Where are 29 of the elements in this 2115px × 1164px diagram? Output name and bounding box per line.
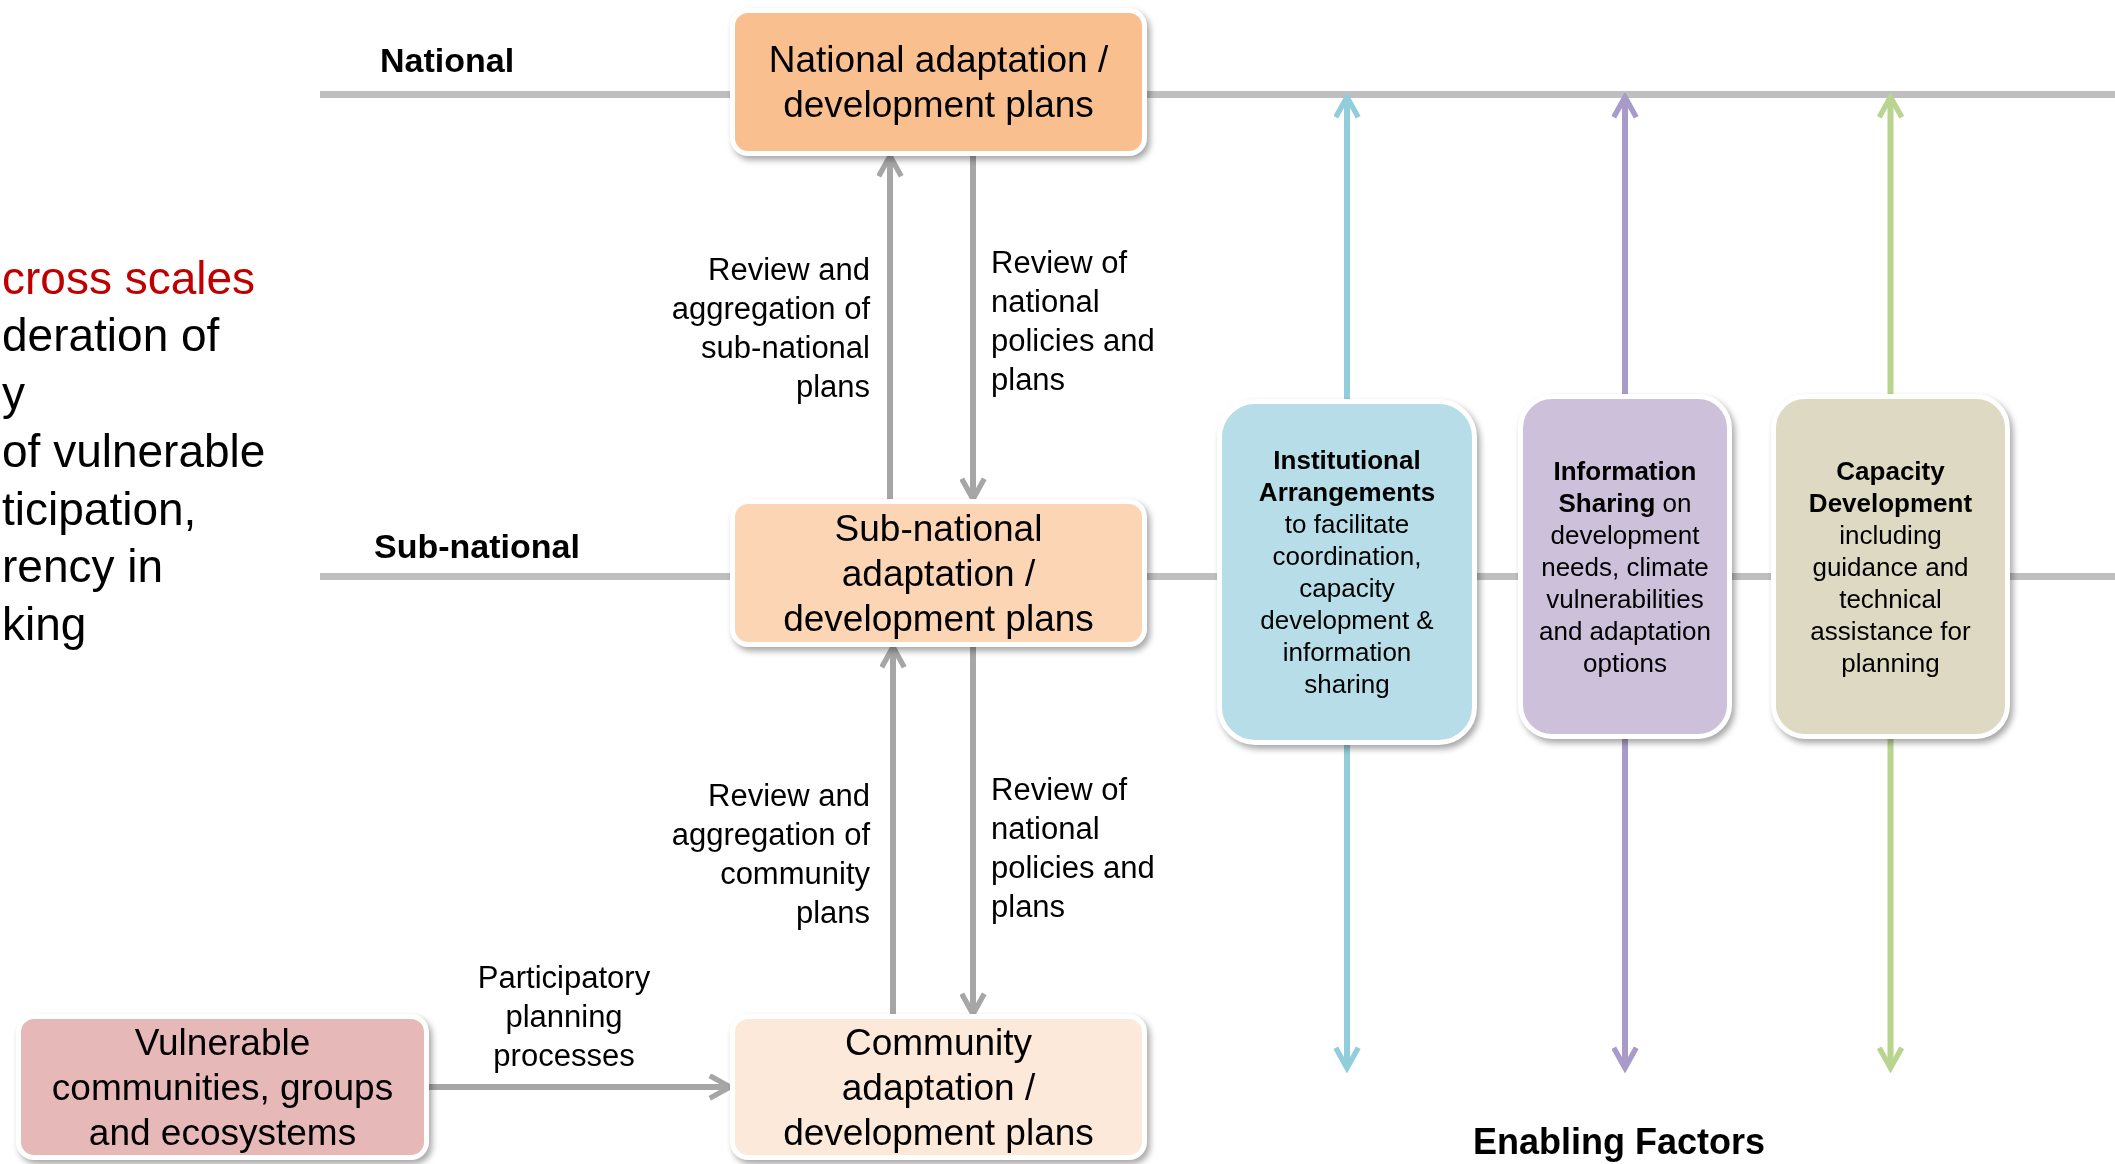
level-label: Enabling Factors [1473, 1122, 1766, 1162]
edge-label: Review and aggregation of sub-national plans [670, 251, 870, 406]
level-label: National [380, 42, 515, 80]
box-text: Information Sharing on development needs, climate vulnerabilities and adaptation options [1537, 454, 1712, 679]
arrow [1611, 94, 1639, 394]
text-line: rency in [2, 541, 164, 592]
edge-label: Review and aggregation of community plans [670, 777, 870, 932]
edge-label: Participatory planning processes [476, 959, 652, 1075]
box-text: Institutional Arrangements to facilitate coordination, capacity development & information sharing [1257, 444, 1437, 700]
box-text: National adaptation / development plans [767, 38, 1110, 127]
edge-label: Review of national policies and plans [991, 771, 1156, 926]
box-text: Community adaptation / development plans [782, 1020, 1095, 1155]
edge-label: Review of national policies and plans [991, 244, 1156, 399]
level-label: Sub-national [374, 528, 580, 566]
process-box [730, 499, 1147, 647]
box-text: Sub-national adaptation / development plans [782, 506, 1095, 641]
arrow [1611, 739, 1639, 1071]
box-text: Capacity Development including guidance and technical assistance for planning [1807, 454, 1974, 679]
arrow [1333, 94, 1361, 399]
text-line: cross scales [2, 253, 256, 304]
box-text: Vulnerable communities, groups and ecosystems [50, 1020, 395, 1155]
arrow [1876, 739, 1905, 1071]
arrow [1333, 745, 1361, 1071]
text-line: king [2, 599, 87, 650]
text-line: ticipation, [2, 484, 197, 535]
arrow [1876, 94, 1905, 394]
text-line: deration of [2, 310, 220, 361]
text-line: of vulnerable [2, 426, 266, 477]
text-line: y [2, 368, 25, 419]
